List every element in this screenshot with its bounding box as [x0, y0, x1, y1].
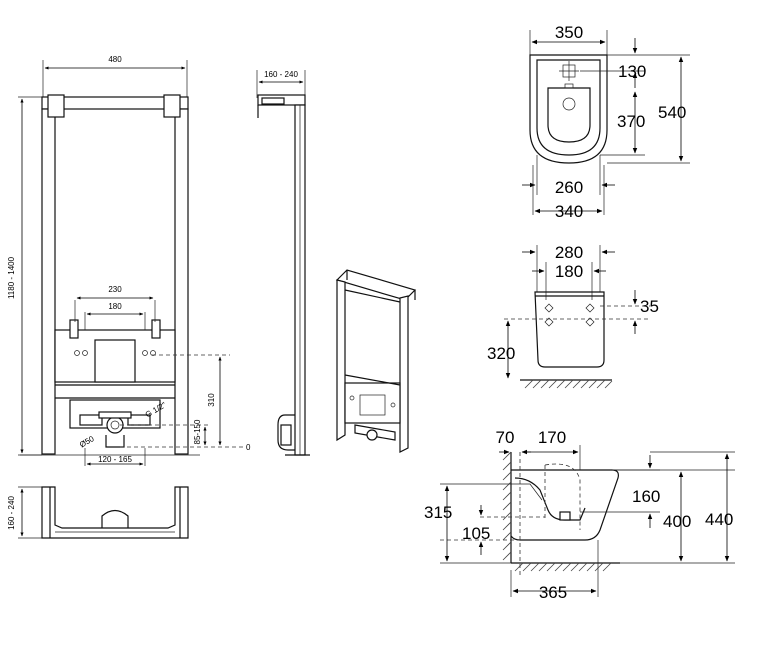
- bidet-bowl-length-label: 370: [617, 112, 645, 131]
- side-projection-label: 365: [539, 583, 567, 602]
- bidet-rear-view: 280 180 35 320: [487, 243, 659, 389]
- frame-width-label: 480: [108, 55, 122, 64]
- side-height-315-label: 315: [424, 503, 452, 522]
- bidet-base-width-label: 340: [555, 202, 583, 221]
- side-height-440-label: 440: [705, 510, 733, 529]
- frame-top-view: 160 - 240: [7, 486, 189, 539]
- side-offset-b-label: 170: [538, 428, 566, 447]
- bidet-width-label: 350: [555, 23, 583, 42]
- drain-range-label: 120 - 165: [98, 455, 132, 464]
- bidet-inner-width-label: 260: [555, 178, 583, 197]
- drain-height-label: 85-150: [193, 419, 202, 444]
- bidet-side-view: 70 170 160 400 440 315 105 365: [424, 428, 735, 602]
- top-depth-label: 160 - 240: [7, 496, 16, 530]
- rear-outer-label: 280: [555, 243, 583, 262]
- side-height-400-label: 400: [663, 512, 691, 531]
- bidet-tap-offset-label: 130: [618, 62, 646, 81]
- frame-perspective: [335, 269, 417, 453]
- bidet-total-length-label: 540: [658, 103, 686, 122]
- side-depth-label: 160 - 240: [264, 70, 298, 79]
- rear-fix-offset-label: 35: [640, 297, 659, 316]
- rear-fix-height-label: 320: [487, 344, 515, 363]
- side-supply-label: 160: [632, 487, 660, 506]
- supply-height-label: 310: [207, 393, 216, 407]
- frame-height-label: 1180 - 1400: [7, 256, 16, 299]
- rear-inner-label: 180: [555, 262, 583, 281]
- zero-label: 0: [246, 443, 251, 452]
- side-offset-a-label: 70: [496, 428, 515, 447]
- bidet-top-view: 350 130 370 540 260 340: [522, 23, 690, 221]
- frame-inner-outer-label: 230: [108, 285, 122, 294]
- frame-inner-label: 180: [108, 302, 122, 311]
- pipe-label-a: Ø50: [78, 434, 96, 450]
- frame-side-view: 160 - 240: [256, 70, 310, 456]
- side-height-105-label: 105: [462, 524, 490, 543]
- frame-front-view: 480 1180 - 1400 230: [7, 55, 251, 466]
